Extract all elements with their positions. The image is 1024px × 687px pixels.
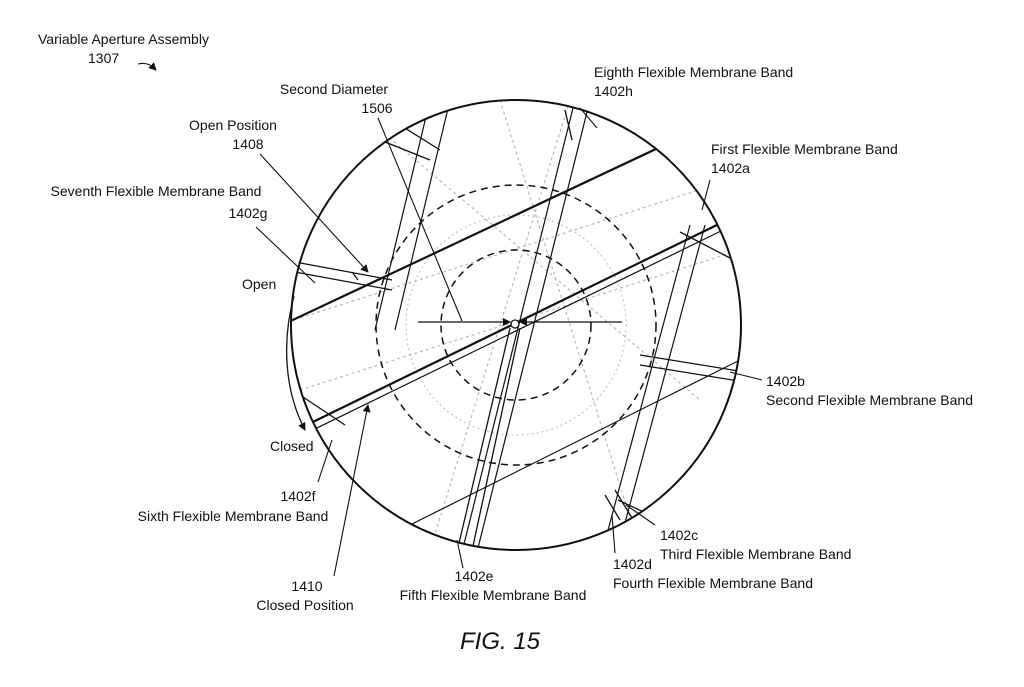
closed-position-name: Closed Position: [256, 597, 354, 613]
assembly-ref-label: 1307: [88, 50, 120, 66]
center-point: [510, 319, 520, 329]
eighth-band-ref: 1402h: [594, 83, 633, 99]
sixth-band-ref: 1402f: [280, 488, 316, 504]
membrane-bands: [291, 100, 741, 550]
second-diameter-circle: [440, 249, 592, 401]
open-position-line: [291, 100, 741, 327]
open-position-name: Open Position: [189, 117, 277, 133]
seventh-band-ref: 1402g: [228, 205, 268, 221]
first-band-name: First Flexible Membrane Band: [711, 141, 898, 157]
eighth-band-name: Eighth Flexible Membrane Band: [594, 64, 794, 80]
fifth-band-ref: 1402e: [454, 568, 494, 584]
second-band-ref: 1402b: [766, 373, 805, 389]
fourth-band-ref: 1402d: [613, 556, 652, 572]
third-band-name: Third Flexible Membrane Band: [660, 546, 852, 562]
fifth-band-name: Fifth Flexible Membrane Band: [399, 587, 587, 603]
fifth-band-edge-a: [454, 100, 586, 550]
first-diameter-circle: [375, 184, 657, 466]
leader-lines: [137, 62, 763, 577]
second-diameter-ref: 1506: [361, 100, 393, 116]
open-label: Open: [242, 276, 277, 292]
third-band-ref: 1402c: [660, 527, 699, 543]
second-diameter-name: Second Diameter: [279, 81, 389, 97]
aperture-outer-circle: [290, 99, 742, 551]
first-band-ref: 1402a: [711, 160, 750, 176]
inner-dotted-circle: [405, 214, 627, 436]
assembly-name-label: Variable Aperture Assembly: [38, 31, 209, 47]
closed-label: Closed: [270, 438, 314, 454]
fifth-band-edge-b: [469, 100, 601, 550]
closed-position-ref: 1410: [291, 578, 323, 594]
seventh-band-name: Seventh Flexible Membrane Band: [50, 183, 262, 199]
hidden-band-edges: [299, 100, 741, 550]
second-band-name: Second Flexible Membrane Band: [766, 392, 974, 408]
sixth-band-name: Sixth Flexible Membrane Band: [137, 508, 329, 524]
figure-caption: FIG. 15: [459, 628, 541, 655]
fourth-band-name: Fourth Flexible Membrane Band: [613, 575, 813, 591]
open-position-ref: 1408: [232, 136, 264, 152]
rotation-arrow: [286, 295, 306, 431]
